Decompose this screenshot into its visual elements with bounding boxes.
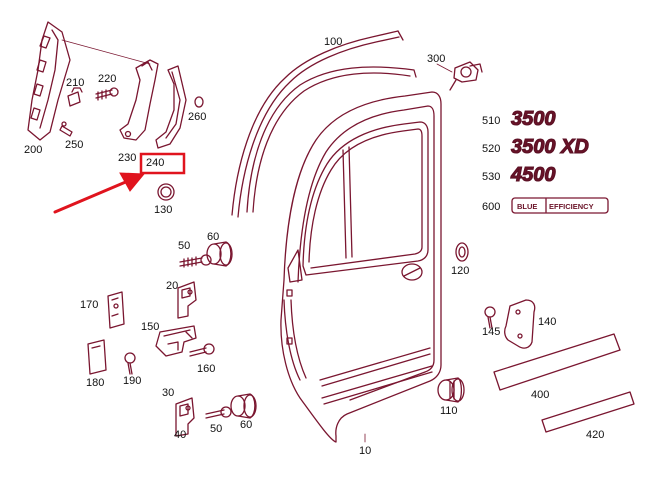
emblem-510: 3500 xyxy=(511,108,556,130)
label-part-520: 520 xyxy=(482,143,500,155)
part-250-pin xyxy=(59,121,73,137)
label-part-250: 250 xyxy=(65,139,83,151)
part-180-pad xyxy=(87,339,107,375)
emblem-530: 4500 xyxy=(510,164,556,186)
part-240-seal xyxy=(155,65,187,149)
part-50-bolt-lower xyxy=(205,406,232,419)
label-part-260: 260 xyxy=(188,111,206,123)
label-part-160: 160 xyxy=(197,363,215,375)
label-part-300: 300 xyxy=(427,53,445,65)
part-300-connector xyxy=(436,61,483,91)
part-260-grommet xyxy=(194,96,204,108)
label-part-180: 180 xyxy=(86,377,104,389)
label-part-150: 150 xyxy=(141,321,159,333)
label-part-230: 230 xyxy=(118,152,136,164)
label-part-400: 400 xyxy=(531,389,549,401)
label-part-200: 200 xyxy=(24,144,42,156)
door-frame-seal xyxy=(246,66,417,213)
part-420-trim-strip xyxy=(541,391,635,433)
label-part-170: 170 xyxy=(80,299,98,311)
label-part-40: 40 xyxy=(174,429,186,441)
part-230-strap xyxy=(119,59,159,141)
label-part-110: 110 xyxy=(440,405,458,417)
part-600-badge xyxy=(511,197,609,214)
part-20-hinge xyxy=(177,281,197,319)
emblem-520: 3500 XD xyxy=(511,136,589,158)
part-60-bushing-lower xyxy=(230,393,257,419)
label-part-10: 10 xyxy=(359,445,371,457)
badge-blue-text: BLUE xyxy=(517,202,537,211)
part-400-trim-strip xyxy=(493,333,621,391)
part-145-screw xyxy=(484,306,496,329)
part-140-cover xyxy=(504,299,536,349)
label-part-50-upper: 50 xyxy=(178,240,190,252)
label-part-220: 220 xyxy=(98,73,116,85)
part-110-grommet xyxy=(437,377,465,403)
label-part-130: 130 xyxy=(154,204,172,216)
part-50-bolt-upper xyxy=(179,254,212,268)
label-part-100: 100 xyxy=(324,36,342,48)
part-200-bracket xyxy=(27,21,151,141)
part-120-grommet xyxy=(455,242,469,262)
door-shell xyxy=(280,91,442,443)
part-130-plug xyxy=(157,183,175,201)
label-part-240: 240 xyxy=(146,157,164,169)
label-part-210: 210 xyxy=(66,77,84,89)
label-part-530: 530 xyxy=(482,171,500,183)
label-part-120: 120 xyxy=(451,265,469,277)
label-part-510: 510 xyxy=(482,115,500,127)
label-part-60-upper: 60 xyxy=(207,231,219,243)
part-40-hinge-lower xyxy=(175,397,195,437)
label-part-140: 140 xyxy=(538,316,556,328)
highlight-box-240 xyxy=(139,152,186,175)
label-part-420: 420 xyxy=(586,429,604,441)
part-160-bolt xyxy=(189,343,215,357)
part-150-striker xyxy=(155,325,197,357)
part-220-screw xyxy=(95,87,119,101)
label-part-30: 30 xyxy=(162,387,174,399)
part-210-plug xyxy=(67,87,83,107)
label-part-145: 145 xyxy=(482,326,500,338)
door-seal-strip xyxy=(231,30,404,218)
badge-efficiency-text: EFFICIENCY xyxy=(549,202,594,211)
part-60-bushing-upper xyxy=(206,241,233,267)
label-part-600: 600 xyxy=(482,201,500,213)
label-part-50-lower: 50 xyxy=(210,423,222,435)
part-190-screw xyxy=(124,352,136,375)
label-part-60-lower: 60 xyxy=(240,419,252,431)
label-part-20: 20 xyxy=(166,280,178,292)
part-170-plate xyxy=(107,291,125,329)
highlight-arrow xyxy=(53,172,146,214)
label-part-190: 190 xyxy=(123,375,141,387)
